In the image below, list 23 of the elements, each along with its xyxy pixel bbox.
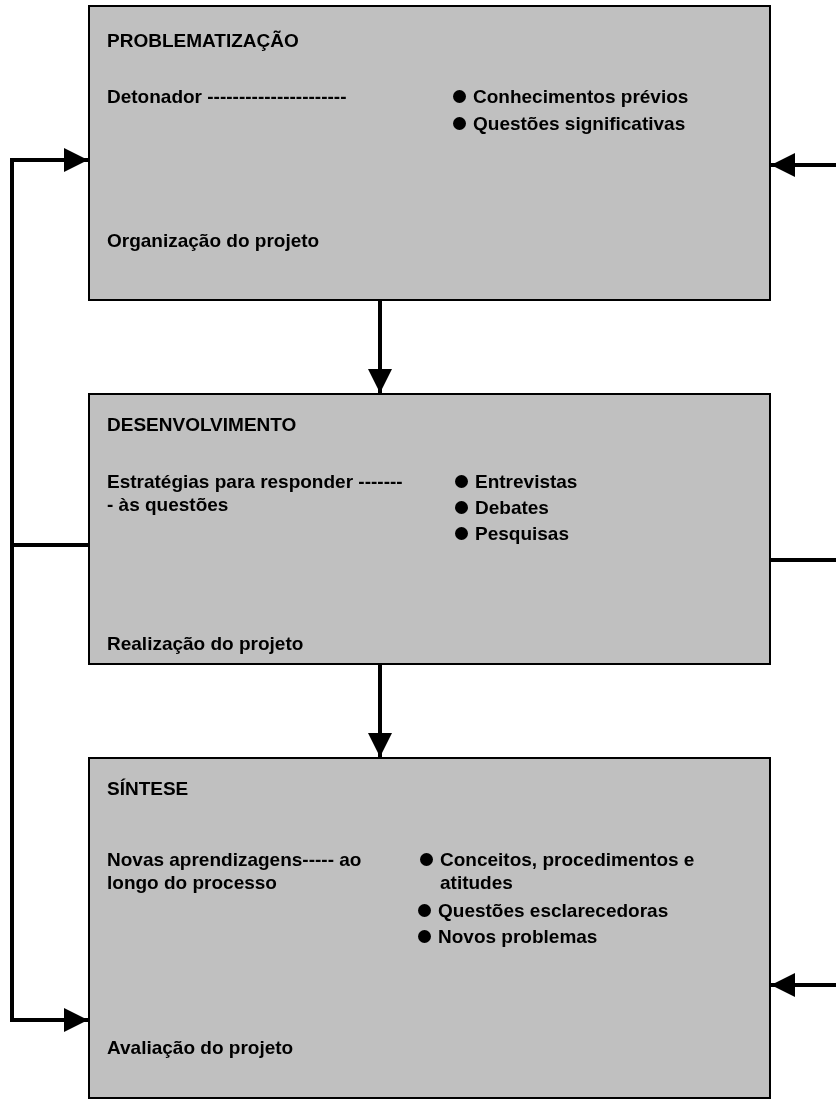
bullet-item: Conhecimentos prévios — [473, 85, 689, 108]
bullet-item: Conceitos, procedimentos e atitudes — [440, 848, 696, 894]
stage-text: Novas aprendizagens----- ao longo do processo — [107, 848, 363, 894]
stage-box — [88, 757, 771, 1099]
connector-arrow — [10, 543, 88, 1032]
stage-box — [88, 393, 771, 665]
stage-title: SÍNTESE — [107, 777, 189, 800]
stage-text: Avaliação do projeto — [107, 1036, 294, 1059]
stage-text: Detonador ---------------------- — [107, 85, 347, 108]
bullet-item: Pesquisas — [475, 522, 569, 545]
bullet-item: Debates — [475, 496, 549, 519]
bullet-item: Entrevistas — [475, 470, 578, 493]
stage-title: PROBLEMATIZAÇÃO — [107, 29, 299, 52]
stage-title: DESENVOLVIMENTO — [107, 413, 297, 436]
bullet-item: Questões esclarecedoras — [438, 899, 669, 922]
connector-arrow — [368, 301, 392, 393]
connector-arrow — [368, 665, 392, 757]
stage-box — [88, 5, 771, 301]
bullet-item: Novos problemas — [438, 925, 598, 948]
bullet-item: Questões significativas — [473, 112, 686, 135]
stage-text: Organização do projeto — [107, 229, 320, 252]
stage-text: Realização do projeto — [107, 632, 304, 655]
stage-text: Estratégias para responder -------- às questões — [107, 470, 404, 516]
